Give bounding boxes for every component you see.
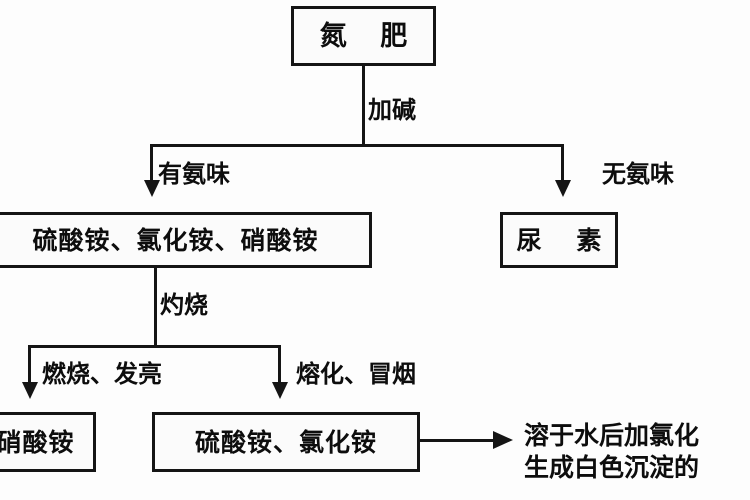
edge-label-melt-and-smoke: 熔化、冒烟 — [296, 360, 416, 388]
arrowhead-has-ammonia — [144, 180, 160, 197]
arrowhead-to-precipitate-note — [493, 431, 513, 449]
node-nitrogen-fertilizer: 氮 肥 — [291, 6, 436, 66]
edge-label-add-alkali: 加碱 — [368, 96, 416, 124]
connector-fertilizer-stem — [362, 66, 365, 146]
connector-split-bar-top — [150, 144, 564, 147]
arrowhead-melt-smoke — [272, 382, 288, 399]
node-ammonium-sulfate-chloride-label: 硫酸铵、氯化铵 — [194, 427, 377, 457]
node-ammonium-nitrate: 硝酸铵 — [0, 412, 96, 472]
annotation-line-2: 生成白色沉淀的 — [524, 453, 700, 482]
connector-branch-burn-glow — [28, 345, 31, 387]
arrowhead-burn-glow — [22, 382, 38, 399]
connector-branch-has-ammonia — [150, 144, 153, 186]
connector-branch-no-ammonia — [561, 144, 564, 186]
edge-label-no-ammonia-smell: 无氨味 — [602, 160, 674, 188]
connector-branch-melt-smoke — [278, 345, 281, 387]
node-ammonium-salts-group: 硫酸铵、氯化铵、硝酸铵 — [0, 212, 372, 268]
edge-label-ignite: 灼烧 — [160, 291, 208, 319]
connector-ammonium-stem — [154, 268, 157, 347]
edge-label-has-ammonia-smell: 有氨味 — [158, 160, 230, 188]
connector-split-bar-bottom — [28, 345, 280, 348]
node-nitrogen-fertilizer-label: 氮 肥 — [319, 20, 420, 52]
annotation-white-precipitate: 溶于水后加氯化 生成白色沉淀的 — [524, 420, 750, 484]
node-urea-label: 尿 素 — [516, 225, 615, 255]
annotation-line-1: 溶于水后加氯化 — [524, 421, 700, 450]
node-urea: 尿 素 — [500, 212, 618, 268]
edge-label-burn-and-glow: 燃烧、发亮 — [42, 360, 162, 388]
arrowhead-no-ammonia — [555, 180, 571, 197]
connector-to-precipitate-note — [420, 439, 495, 442]
node-ammonium-sulfate-chloride: 硫酸铵、氯化铵 — [152, 412, 420, 472]
node-ammonium-salts-group-label: 硫酸铵、氯化铵、硝酸铵 — [32, 225, 319, 255]
node-ammonium-nitrate-label: 硝酸铵 — [0, 427, 75, 457]
